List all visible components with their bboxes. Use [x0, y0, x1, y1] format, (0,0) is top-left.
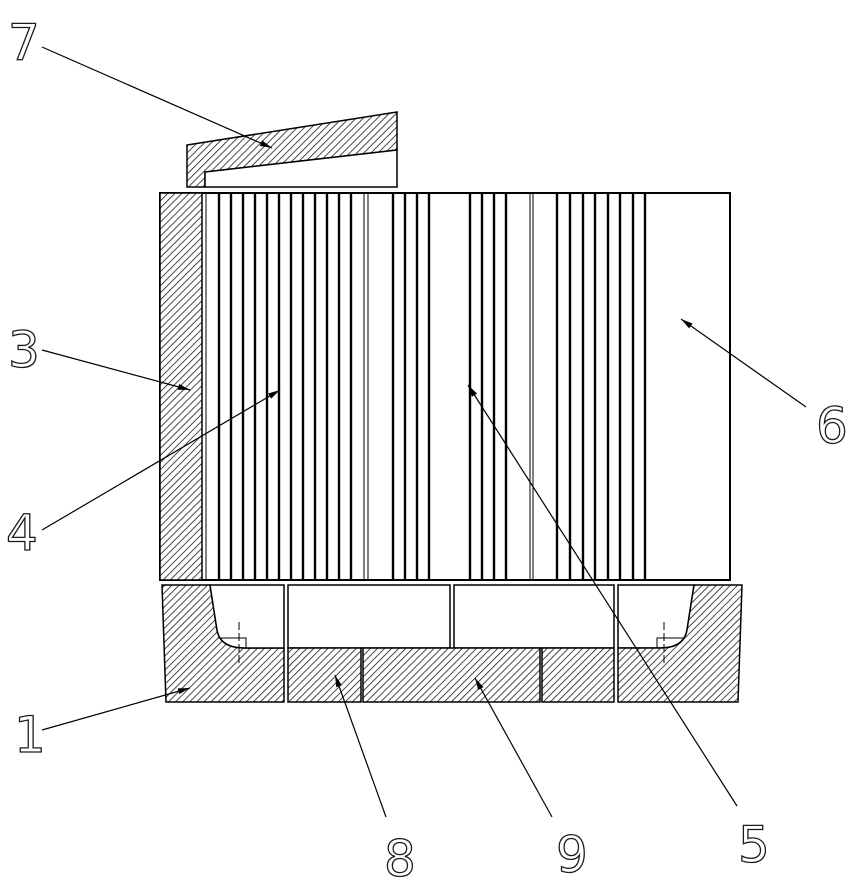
leader-5	[467, 384, 738, 807]
block-8	[287, 647, 362, 703]
label-4: 4	[6, 504, 38, 562]
leader-7	[41, 46, 273, 149]
side-plate-3	[159, 192, 203, 581]
leader-1	[41, 687, 191, 731]
wedge-part-7	[186, 111, 398, 188]
block-9	[362, 647, 541, 703]
label-1: 1	[14, 706, 46, 764]
base-assembly	[161, 584, 743, 703]
label-6: 6	[816, 397, 848, 455]
leader-4	[41, 389, 281, 531]
label-8: 8	[384, 830, 416, 882]
label-9: 9	[556, 826, 588, 882]
lamination-stack	[159, 192, 731, 581]
leader-8	[334, 674, 387, 818]
leader-3	[41, 349, 191, 391]
leader-9	[474, 677, 553, 818]
part-labels: 7 3 4 1 6 8 9 5	[5, 13, 848, 882]
leader-6	[680, 318, 807, 408]
leader-lines	[41, 46, 807, 818]
label-3: 3	[8, 321, 40, 379]
label-5: 5	[738, 816, 770, 874]
lamination-lines	[201, 193, 647, 580]
label-7: 7	[8, 14, 40, 72]
